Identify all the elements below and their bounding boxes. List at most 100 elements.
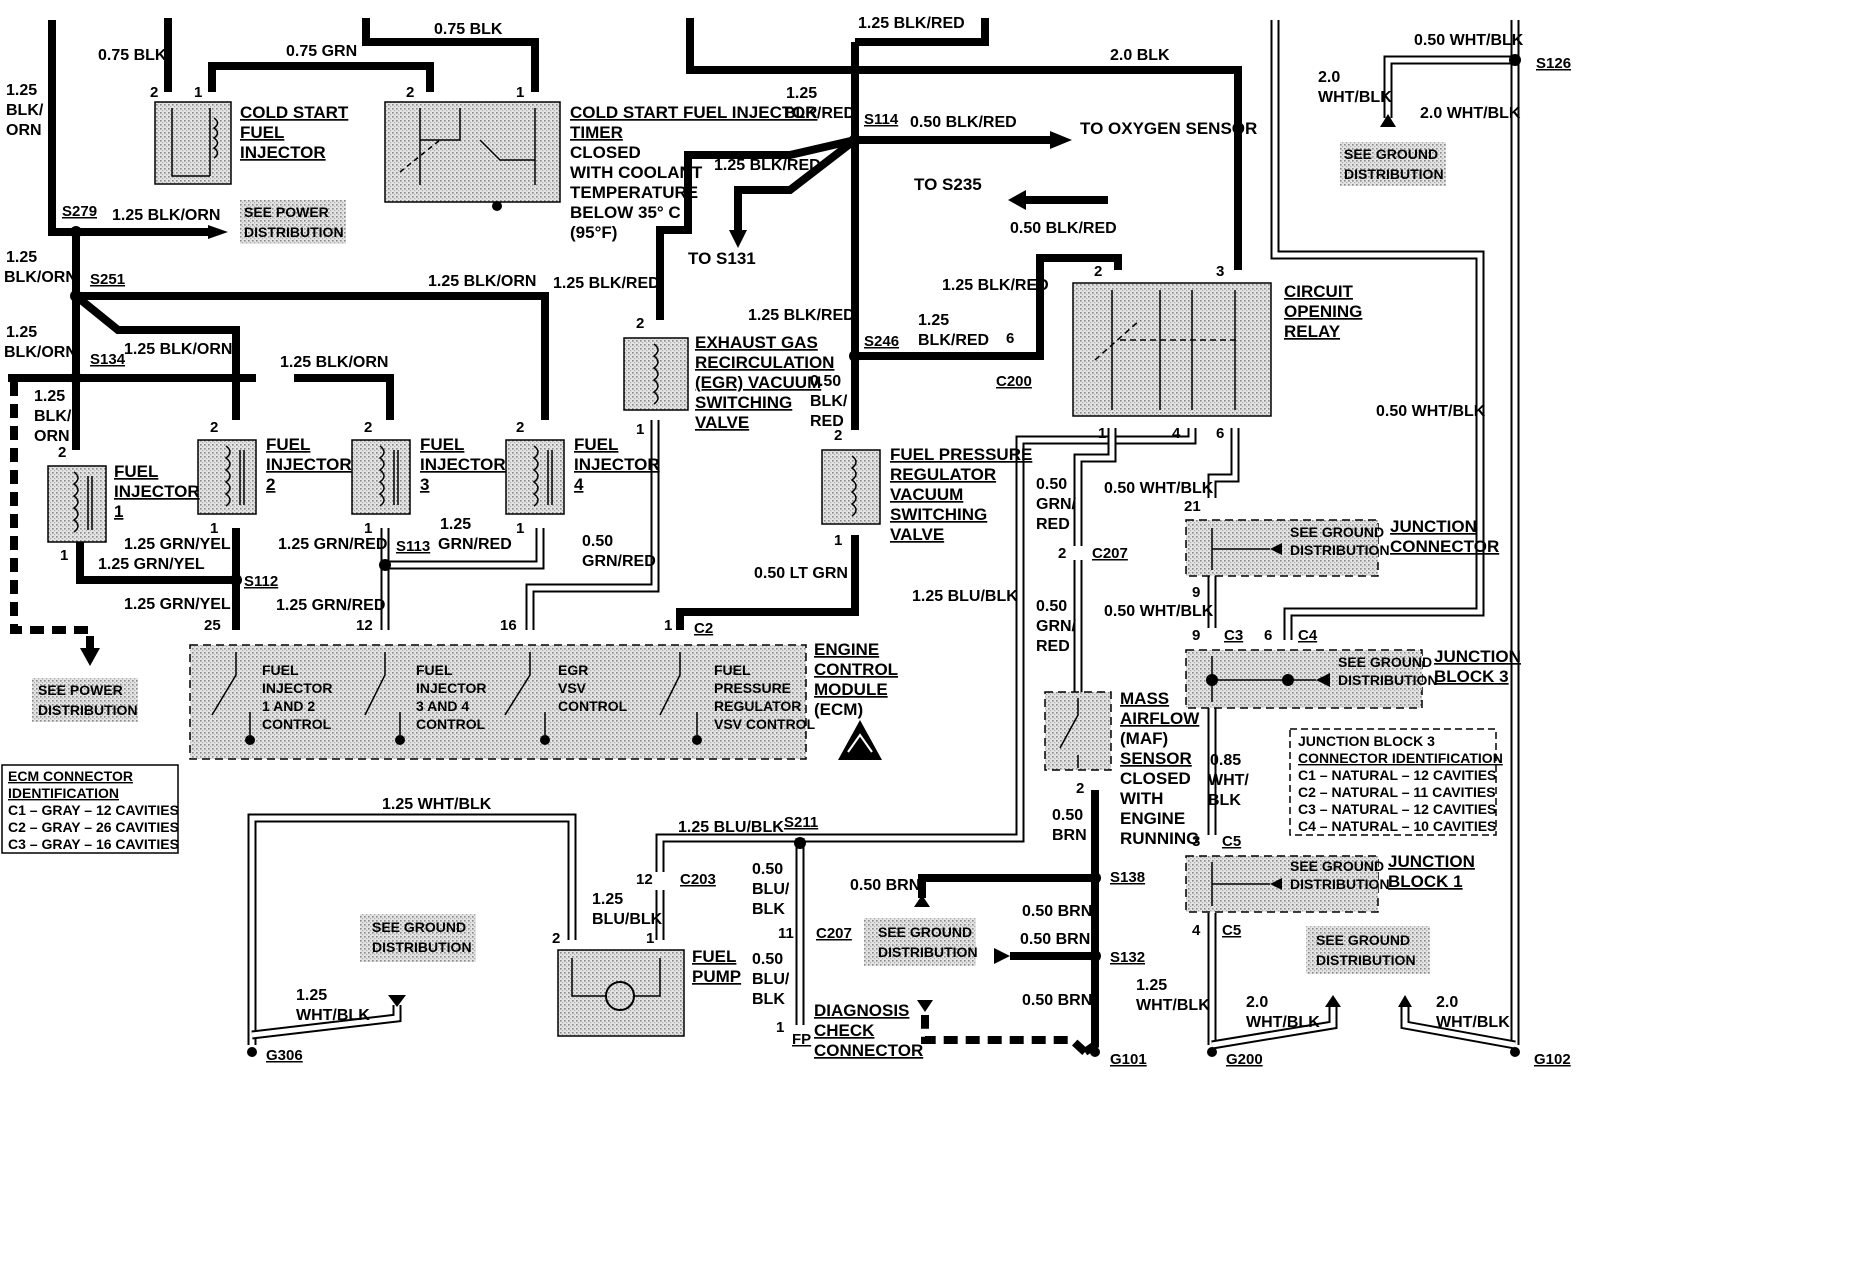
relay-label: RELAY	[1284, 322, 1341, 341]
wire-label: BLU/	[752, 881, 790, 898]
wire-label: BLK/	[34, 408, 72, 425]
jb3-connector-legend: JUNCTION BLOCK 3 CONNECTOR IDENTIFICATIO…	[1298, 733, 1503, 834]
ecm-internal-labels: FUEL INJECTOR 1 AND 2 CONTROL FUEL INJEC…	[262, 662, 816, 732]
wire-label: 1.25 BLK/RED	[553, 275, 660, 292]
connector-label: C5	[1222, 833, 1241, 850]
wire-label: 1.25	[34, 388, 65, 405]
junction-block3-label: BLOCK 3	[1434, 667, 1509, 686]
legend-line: IDENTIFICATION	[8, 785, 119, 801]
maf-label: AIRFLOW	[1120, 709, 1200, 728]
pin-number: 1	[776, 1019, 784, 1036]
ground-dist-label: DISTRIBUTION	[1316, 952, 1416, 968]
to-oxygen-label: TO OXYGEN SENSOR	[1080, 119, 1257, 138]
power-wires	[8, 18, 1242, 1056]
ecm-internal-label: CONTROL	[262, 716, 332, 732]
maf-label: MASS	[1120, 689, 1169, 708]
pin-number: 1	[194, 84, 202, 101]
timer-box	[384, 101, 561, 203]
wire-label: 0.50	[582, 533, 613, 550]
wire-label: 0.50	[1036, 476, 1067, 493]
timer-line: TEMPERATURE	[570, 183, 698, 202]
power-dist-label: SEE POWER	[244, 204, 329, 220]
legend-line: C3 – GRAY – 16 CAVITIES	[8, 836, 179, 852]
wire-label: 0.50 WHT/BLK	[1104, 480, 1214, 497]
ground-label: G102	[1534, 1051, 1571, 1068]
pin-number: 6	[1264, 627, 1272, 644]
pin-number: 4	[1172, 425, 1181, 442]
ground-dist-label: SEE GROUND	[1290, 524, 1384, 540]
maf-label: CLOSED	[1120, 769, 1191, 788]
injector2-label: FUEL	[266, 435, 310, 454]
fuel-pump-box	[557, 949, 685, 1037]
splice-labels: S279 S251 S134 S112 S113 S114 S246 S126 …	[62, 55, 1571, 966]
diag-label: CONNECTOR	[814, 1041, 923, 1060]
pin-number: 1	[60, 547, 68, 564]
connector-label: C2	[694, 620, 713, 637]
injector1-label: FUEL	[114, 462, 158, 481]
injector3-label: FUEL	[420, 435, 464, 454]
ground-dist-label: SEE GROUND	[1338, 654, 1432, 670]
pin-number: 2	[636, 315, 644, 332]
wire-label: 0.50 WHT/BLK	[1104, 603, 1214, 620]
reference-backgrounds	[32, 142, 1446, 974]
to-s131-label: TO S131	[688, 249, 756, 268]
ecm-connector-legend-box	[1, 764, 179, 854]
wire-label: 1.25	[918, 312, 949, 329]
pin-number: 1	[834, 532, 842, 549]
connector-label: C3	[1224, 627, 1243, 644]
pin-number: 16	[500, 617, 517, 634]
pin-number: 1	[210, 520, 218, 537]
pin-number: 1	[516, 84, 524, 101]
connector-label: C203	[680, 871, 716, 888]
wire-label: GRN/	[1036, 496, 1077, 513]
wire-label: 0.75 BLK	[434, 21, 503, 38]
splice-label: S113	[396, 538, 430, 555]
ecm-internal-label: INJECTOR	[262, 680, 333, 696]
diag-label: CHECK	[814, 1021, 875, 1040]
splice-label: S112	[244, 573, 278, 590]
ground-dist-label: DISTRIBUTION	[878, 944, 978, 960]
splice-label: S138	[1110, 869, 1145, 886]
wire-label: BLU/BLK	[592, 911, 663, 928]
ecm-label: CONTROL	[814, 660, 898, 679]
pin-number: 1	[1098, 425, 1106, 442]
junction-block1-label: BLOCK 1	[1388, 872, 1463, 891]
pin-number: 12	[356, 617, 373, 634]
injector4-label: 4	[574, 475, 584, 494]
wire-label: BLU/	[752, 971, 790, 988]
junction-block3-label: JUNCTION	[1434, 647, 1521, 666]
wire-label: 1.25	[786, 85, 817, 102]
ecm-internal-label: 3 AND 4	[416, 698, 469, 714]
ground-dist-label: SEE GROUND	[878, 924, 972, 940]
wire-label: RED	[1036, 638, 1070, 655]
wire-label: BLK/RED	[918, 332, 989, 349]
wire-label: BLK	[752, 901, 785, 918]
wire-label: 0.50 LT GRN	[754, 565, 848, 582]
wire-label: BLK/ORN	[4, 344, 77, 361]
connector-label: C207	[1092, 545, 1128, 562]
injector1-label: 1	[114, 502, 123, 521]
legend-line: C2 – NATURAL – 11 CAVITIES	[1298, 784, 1496, 800]
wire-label: 1.25 BLK/RED	[942, 277, 1049, 294]
cold-start-injector-label-1: COLD START	[240, 103, 349, 122]
pin-number: 12	[636, 871, 653, 888]
wire-label: 1.25 WHT/BLK	[382, 796, 492, 813]
injector3-box	[351, 439, 411, 515]
wire-label: 1.25 BLU/BLK	[678, 819, 784, 836]
pin-number: 2	[1058, 545, 1066, 562]
wire-label: WHT/	[1208, 772, 1249, 789]
pin-number: 11	[778, 925, 794, 942]
junction-connector-label: CONNECTOR	[1390, 537, 1499, 556]
pin-number: 2	[1094, 263, 1102, 280]
injector3-label: INJECTOR	[420, 455, 506, 474]
wire-label: 1.25	[6, 324, 37, 341]
splice-label: S246	[864, 333, 899, 350]
ground-label: G200	[1226, 1051, 1263, 1068]
wire-label: 1.25 GRN/RED	[278, 536, 387, 553]
cold-start-injector-box	[154, 101, 232, 185]
wire-label: GRN/RED	[438, 536, 512, 553]
wire-label: 2.0	[1436, 994, 1458, 1011]
egr-label: RECIRCULATION	[695, 353, 834, 372]
splice-label: S279	[62, 203, 97, 220]
wire-label: 0.50 BRN	[1020, 931, 1090, 948]
